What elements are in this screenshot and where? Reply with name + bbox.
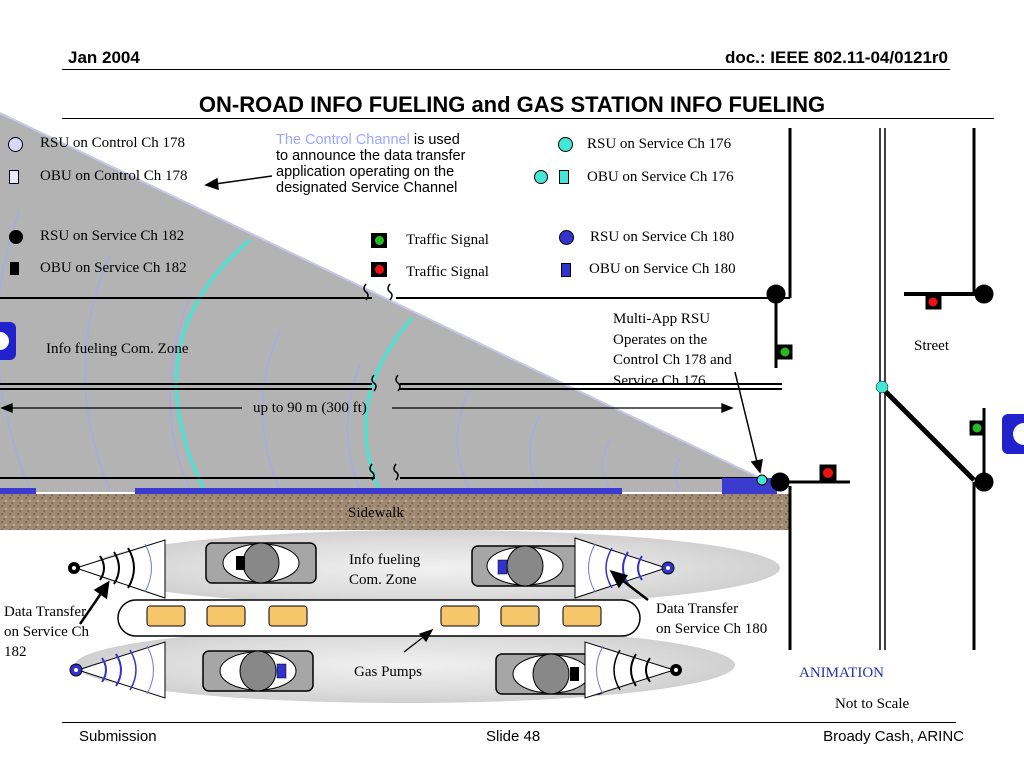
circle-black-icon [9, 230, 23, 244]
legend-rsu-service-182: RSU on Service Ch 182 [40, 228, 185, 244]
range-arcs [0, 209, 681, 491]
footer-rule [62, 722, 956, 723]
callout-line2: to announce the data transfer [276, 148, 466, 164]
legend-obu-service-176: OBU on Service Ch 176 [587, 169, 734, 185]
slide-title: ON-ROAD INFO FUELING and GAS STATION INF… [198, 92, 826, 117]
legend-traffic-signal-green: Traffic Signal [406, 232, 489, 248]
info-zone-wedge [0, 113, 760, 492]
cyan-arcs [174, 238, 414, 493]
circle-blue-icon [559, 230, 574, 245]
footer-submission: Submission [79, 728, 157, 745]
sidewalk [0, 494, 790, 530]
multi-app-line3: Control Ch 178 and [613, 352, 732, 368]
dt182-line3: 182 [4, 644, 27, 660]
station-rsu-bottom-right [584, 641, 682, 699]
callout-arrows [204, 175, 763, 474]
multi-app-line1: Multi-App RSU [613, 311, 711, 327]
dt182-line1: Data Transfer [4, 604, 87, 620]
rect-outline-icon [9, 170, 19, 184]
footer-slide-number: Slide 48 [486, 728, 541, 745]
rect-black-icon [10, 262, 19, 275]
station-rsu-bottom-left [69, 641, 166, 699]
header-rule [62, 69, 950, 70]
callout-line3: application operating on the [276, 164, 455, 180]
gas-pumps-label: Gas Pumps [354, 664, 422, 680]
right-vehicle [1002, 414, 1024, 454]
legend-obu-control-178: OBU on Control Ch 178 [40, 168, 188, 184]
legend-rsu-control-178: RSU on Control Ch 178 [40, 135, 186, 151]
signal-street-top [904, 284, 994, 310]
circle-outline-icon [8, 137, 23, 152]
not-to-scale-label: Not to Scale [835, 696, 910, 712]
station-arrows [78, 570, 649, 625]
gas-pump-islands [146, 605, 602, 627]
multi-circle-cyan-icon [534, 170, 548, 184]
rect-blue-icon [561, 263, 571, 277]
legend-traffic-signal-red: Traffic Signal [406, 264, 489, 280]
car-top-left [205, 542, 317, 584]
header-date: Jan 2004 [68, 48, 140, 67]
legend-rsu-service-180: RSU on Service Ch 180 [590, 229, 735, 245]
dt180-line1: Data Transfer [656, 601, 739, 617]
car-top-right [471, 545, 581, 587]
station-rsu-top-left [68, 539, 166, 599]
title-rule [62, 118, 994, 119]
multi-app-rsu [756, 474, 768, 486]
control-channel-callout: The Control Channel is used to announce … [276, 132, 465, 196]
street-label: Street [914, 338, 949, 354]
multi-app-rsu-label: Multi-App RSU Operates on the Control Ch… [613, 309, 732, 391]
data-transfer-182-label: Data Transfer on Service Ch 182 [4, 602, 89, 662]
dt180-line2: on Service Ch 180 [656, 621, 768, 637]
distance-arrow [0, 403, 734, 413]
callout-line1-rest: is used [409, 132, 460, 148]
distance-label: up to 90 m (300 ft) [253, 400, 367, 416]
header-doc-id: doc.: IEEE 802.11-04/0121r0 [724, 48, 948, 67]
road-lines [0, 297, 790, 479]
station-zone-line2: Com. Zone [349, 572, 417, 588]
callout-line4: designated Service Channel [276, 180, 458, 196]
signal-north [766, 284, 793, 368]
legend-obu-service-182: OBU on Service Ch 182 [40, 260, 187, 276]
info-zone-label: Info fueling Com. Zone [46, 341, 189, 357]
data-transfer-180-label: Data Transfer on Service Ch 180 [656, 599, 767, 639]
animation-button[interactable]: ANIMATION [799, 665, 884, 681]
car-bottom-left [202, 650, 314, 692]
traffic-signal-green-icon [371, 233, 387, 248]
callout-highlight: The Control Channel [276, 132, 410, 148]
dt182-line2: on Service Ch [4, 624, 89, 640]
traffic-signal-red-icon [371, 262, 387, 277]
station-zone-line1: Info fueling [349, 552, 421, 568]
signal-street-right [880, 386, 994, 492]
rect-cyan-icon [559, 170, 569, 184]
footer-author: Broady Cash, ARINC [823, 728, 964, 745]
signal-south [770, 464, 850, 492]
multi-app-line2: Operates on the [613, 331, 708, 348]
station-rsu-top-right [574, 537, 675, 599]
rsu-cyan-street [875, 380, 889, 394]
sidewalk-label: Sidewalk [348, 505, 404, 521]
circle-cyan-icon [558, 137, 573, 152]
legend-rsu-service-176: RSU on Service Ch 176 [587, 136, 732, 152]
legend-obu-service-180: OBU on Service Ch 180 [589, 261, 736, 277]
left-vehicle [0, 322, 16, 360]
multi-app-line4: Service Ch 176 [613, 372, 706, 389]
station-zone-label: Info fueling Com. Zone [349, 550, 420, 590]
